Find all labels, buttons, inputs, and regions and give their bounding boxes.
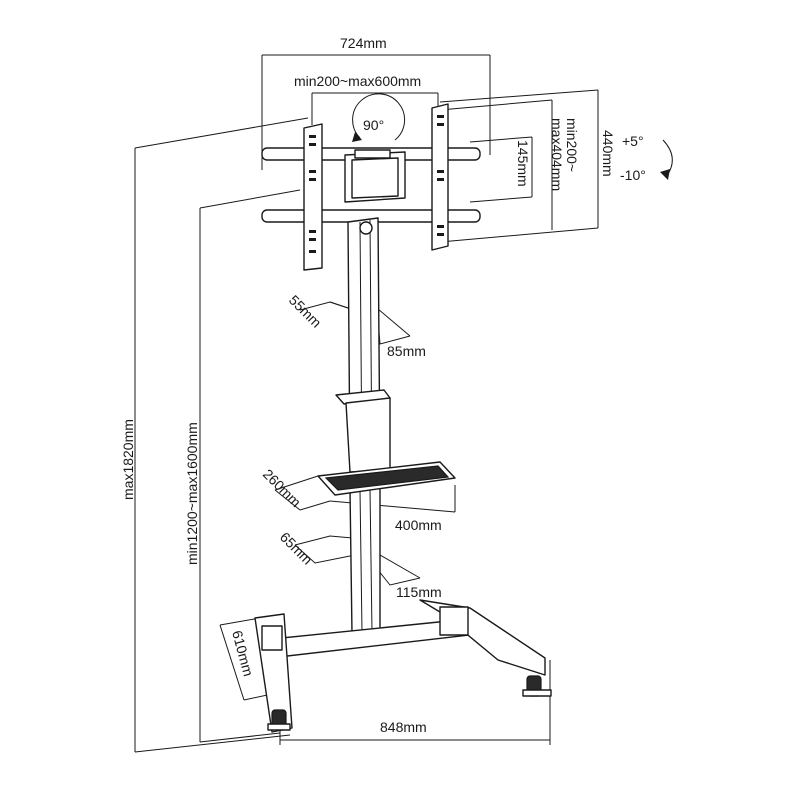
label-base-depth: 610mm [229,629,257,678]
tv-mount-bracket [261,103,481,271]
rotation-arrow-icon [352,132,362,142]
label-arm-spacing: 145mm [515,140,531,187]
label-column-width: 85mm [387,343,426,359]
label-lower-column-depth: 65mm [277,529,316,568]
label-vesa-vertical: min200~ max404mm [549,118,580,191]
label-height-range: min1200~max1600mm [184,422,200,565]
stand-column [335,217,391,635]
rotation-arc-icon [352,93,406,141]
label-rotation: 90° [363,117,384,133]
label-max-height: max1820mm [120,419,136,500]
tilt-arrow-icon [660,169,670,180]
label-mount-height: 440mm [600,130,616,177]
label-shelf-width: 400mm [395,517,442,533]
stand-base [254,599,546,733]
label-tilt-down: -10° [620,167,646,183]
label-mount-width: 724mm [340,35,387,51]
label-shelf-depth: 260mm [260,466,304,510]
label-tilt-up: +5° [622,133,644,149]
label-vesa-horizontal: min200~max600mm [294,73,421,89]
label-lower-column-width: 115mm [396,584,442,600]
label-column-depth: 55mm [286,292,325,331]
caster-wheels [267,675,552,731]
label-base-width: 848mm [380,719,427,735]
dimension-lines [134,54,599,753]
